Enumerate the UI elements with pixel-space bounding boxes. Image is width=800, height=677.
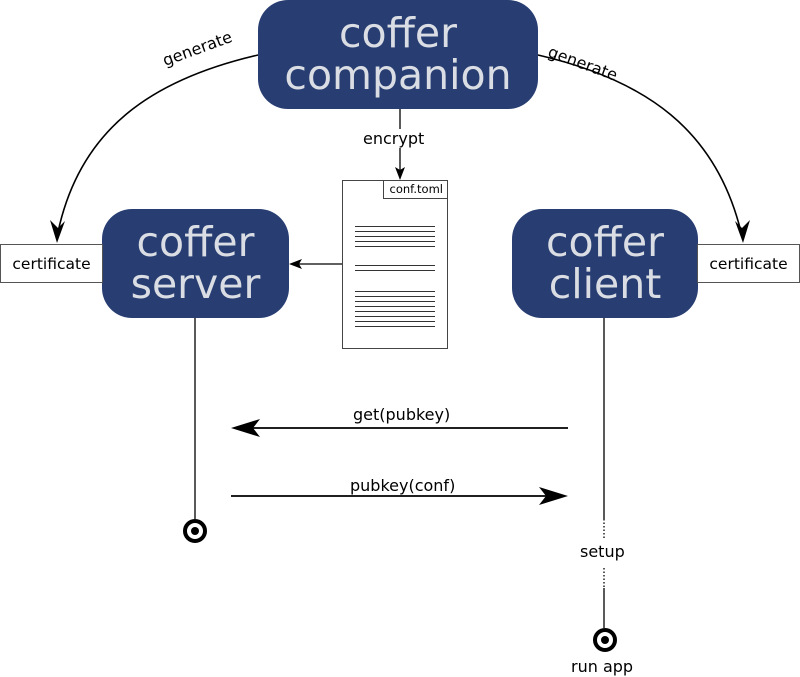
generate-left-arrowhead xyxy=(50,220,65,243)
encrypt-arrowhead xyxy=(395,167,405,180)
server-certificate: certificate xyxy=(0,244,103,283)
doc-text-line xyxy=(355,306,435,307)
client-end-marker xyxy=(593,628,617,652)
generate-left-arrow xyxy=(57,54,259,233)
generate-right-arrowhead xyxy=(735,220,750,243)
companion-line2: companion xyxy=(284,50,512,99)
doc-to-server-arrowhead xyxy=(289,259,302,269)
doc-text-line xyxy=(355,226,435,227)
client-certificate: certificate xyxy=(697,244,800,283)
encrypt-label: encrypt xyxy=(363,129,425,148)
pubkey-conf-label: pubkey(conf) xyxy=(350,476,456,495)
pubkey-conf-arrowhead xyxy=(539,487,568,505)
setup-label: setup xyxy=(580,542,625,561)
coffer-companion-node: coffer companion xyxy=(258,0,538,109)
doc-text-line xyxy=(355,236,435,237)
companion-line1: coffer xyxy=(339,8,457,57)
doc-text-line xyxy=(355,291,435,292)
generate-right-arrow xyxy=(537,54,742,233)
run-app-label: run app xyxy=(571,657,634,676)
server-end-marker xyxy=(183,519,207,543)
coffer-server-node: coffer server xyxy=(102,209,289,318)
doc-text-line xyxy=(355,231,435,232)
doc-text-line xyxy=(355,321,435,322)
coffer-client-node: coffer client xyxy=(512,209,698,318)
get-pubkey-label: get(pubkey) xyxy=(353,405,451,424)
doc-text-line xyxy=(355,301,435,302)
doc-text-line xyxy=(355,270,435,271)
doc-text-line xyxy=(355,311,435,312)
get-pubkey-arrowhead xyxy=(231,419,260,437)
doc-text-line xyxy=(355,265,435,266)
server-line1: coffer xyxy=(136,217,255,266)
client-line1: coffer xyxy=(546,217,664,266)
doc-text-line xyxy=(355,241,435,242)
conf-document-name: conf.toml xyxy=(382,180,448,199)
server-line2: server xyxy=(130,259,261,308)
doc-text-line xyxy=(355,326,435,327)
doc-text-line xyxy=(355,316,435,317)
doc-text-line xyxy=(355,296,435,297)
client-line2: client xyxy=(548,259,662,308)
conf-document: conf.toml xyxy=(342,180,448,349)
doc-text-line xyxy=(355,246,435,247)
